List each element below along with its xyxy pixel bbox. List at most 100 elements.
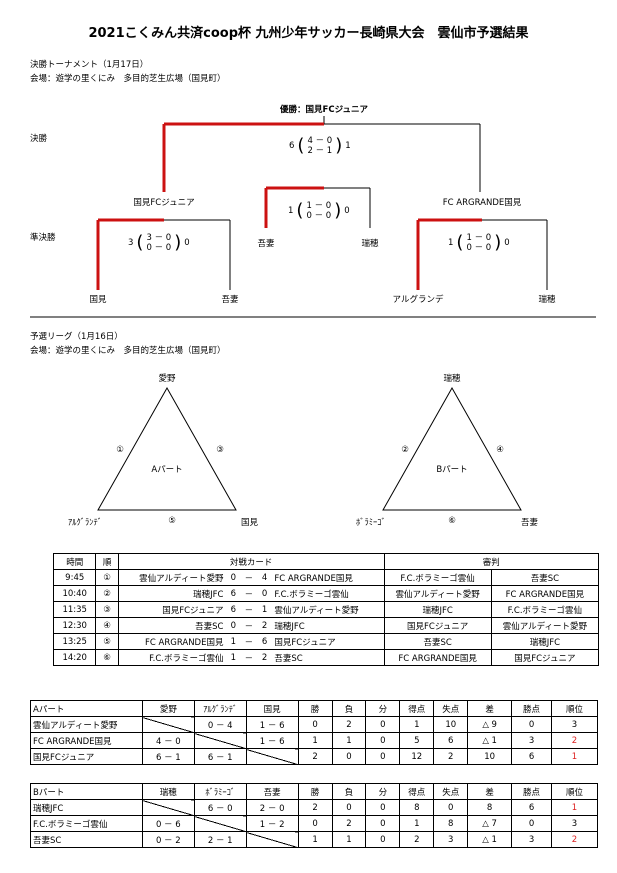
schedule-cell: － [241,569,257,586]
standings-cell: 2 [399,831,435,848]
schedule-cell: 雲仙アルディート愛野 [490,617,600,634]
standings-cell: 1 [297,831,333,848]
standings-cell: △ 9 [467,716,513,733]
standings-cell: 2 [297,748,333,765]
standings-cell: 3 [511,831,552,848]
group-b-right: 吾妻 [521,518,539,528]
schedule-cell: 吾妻SC [490,569,600,586]
standings-header-cell: 失点 [433,700,469,717]
standings-cell: 1 [551,748,598,765]
col-referee: 審判 [383,553,600,570]
schedule-cell: ⑤ [95,633,119,650]
schedule-cell: 2 [256,649,273,666]
standings-header-cell: 分 [365,783,401,800]
standings-header-cell: 瑞穂 [141,783,195,800]
standings-cell: 10 [467,748,513,765]
standings-cell: 1 [331,831,367,848]
league-heading: 予選リーグ（1月16日） [30,332,123,342]
schedule-cell: 13:25 [52,633,97,650]
standings-cell: 0 － 6 [141,815,195,832]
team-label: 国見 [89,295,107,305]
bracket-open-icon: ( [136,232,144,253]
semi2-half2: 0 － 0 [466,243,492,253]
champion-label: 優勝：国見FCジュニア [280,105,368,115]
standings-header-cell: 勝 [297,783,333,800]
group-b-name: Bパート [436,465,468,475]
standings-cell: 1 [551,799,598,816]
standings-cell: 3 [433,831,469,848]
standings-cell: 0 [331,799,367,816]
schedule-cell: － [241,649,257,666]
standings-cell [141,799,195,816]
standings-cell [141,716,195,733]
schedule-cell: FC ARGRANDE国見 [490,585,600,602]
final-half2: 2 － 1 [307,146,333,156]
standings-cell: 0 [511,716,553,733]
standings-cell: 0 [365,732,401,749]
standings-cell: 0 [365,748,401,765]
standings-cell: 0 － 2 [141,831,195,848]
standings-cell: 0 [297,815,333,832]
semi-mid-half2: 0 － 0 [306,211,332,221]
group-b-match-right: ④ [496,445,504,455]
schedule-cell: 1 [256,601,273,618]
schedule-cell: 吾妻SC [272,649,385,666]
semi-mid-score-right: 0 [344,206,350,216]
group-a-match-bottom: ⑤ [168,516,176,526]
standings-cell: 6 [511,748,553,765]
standings-cell: 1 － 6 [245,716,299,733]
semi2-half1: 1 － 0 [466,233,492,243]
standings-header-cell: 得点 [399,700,435,717]
standings-cell: 8 [399,799,435,816]
team-label: 瑞穂 [361,239,379,249]
final-score-left: 6 [289,141,295,151]
standings-header-cell: 勝 [297,700,333,717]
standings-header-cell: 吾妻 [245,783,299,800]
standings-cell: 0 [365,831,401,848]
group-a-name: Aパート [151,465,183,475]
schedule-cell: 国見FCジュニア [490,649,600,666]
standings-cell: 1 － 6 [245,732,299,749]
team-label: アルグランデ [392,295,444,305]
standings-cell: 1 [297,732,333,749]
schedule-cell: － [241,601,257,618]
team-name: 瑞穂JFC [30,799,143,816]
group-b-top: 瑞穂 [443,374,461,384]
page-title: 2021こくみん共済coop杯 九州少年サッカー長崎県大会 雲仙市予選結果 [88,26,529,41]
schedule-cell: 吾妻SC [117,617,226,634]
standings-cell: 3 [551,815,598,832]
team-label: 吾妻 [221,295,239,305]
schedule-cell: 11:35 [52,601,97,618]
standings-header-cell: Aパート [30,700,143,717]
final-half1: 4 － 0 [307,136,333,146]
schedule-cell: 国見FCジュニア [272,633,385,650]
standings-header-cell: 得点 [399,783,435,800]
standings-cell: 0 [511,815,552,832]
standings-header-cell: 勝点 [511,783,552,800]
semi2-score-right: 0 [504,238,510,248]
standings-cell: 0 [433,799,469,816]
standings-cell: 6 － 0 [193,799,247,816]
standings-header-cell: 負 [331,783,367,800]
right-semi-winner: FC ARGRANDE国見 [442,198,522,208]
bracket-close-icon: ) [494,232,502,253]
col-order: 順 [95,553,119,570]
standings-cell: 10 [433,716,469,733]
standings-cell: 12 [399,748,435,765]
standings-cell: 2 [551,732,598,749]
standings-cell: 1 [331,732,367,749]
schedule-cell: ③ [95,601,119,618]
semi2-score-left: 1 [448,238,454,248]
standings-cell: 1 － 2 [245,815,299,832]
standings-cell: 2 [433,748,469,765]
bracket-open-icon: ( [297,135,305,156]
